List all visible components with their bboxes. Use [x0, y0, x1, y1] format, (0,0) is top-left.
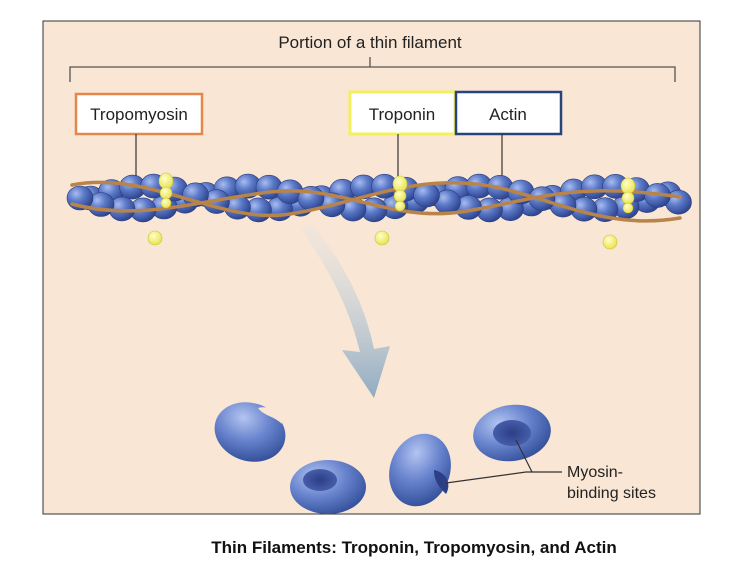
tropomyosin-strands — [70, 180, 682, 223]
tropomyosin-label: Tropomyosin — [90, 105, 188, 124]
binding-sites-label-line2: binding sites — [567, 485, 656, 502]
binding-sites-label-line1: Myosin- — [567, 464, 623, 481]
actin-monomer-2 — [290, 460, 366, 514]
troponin-1 — [147, 172, 174, 246]
troponin-label: Troponin — [369, 105, 435, 124]
magnified-actin-molecules — [214, 402, 551, 514]
figure-caption: Thin Filaments: Troponin, Tropomyosin, a… — [211, 538, 617, 557]
troponin-3 — [602, 177, 636, 250]
troponin-2 — [374, 175, 408, 246]
actin-label: Actin — [489, 105, 527, 124]
binding-site-leaders — [445, 439, 562, 484]
actin-monomer-1 — [214, 402, 286, 462]
troponin-label-box: Troponin — [348, 90, 457, 136]
actin-monomer-4 — [473, 404, 551, 462]
actin-label-box: Actin — [454, 90, 563, 136]
header-label: Portion of a thin filament — [278, 33, 462, 52]
actin-monomer-3 — [389, 433, 451, 507]
zoom-arrow — [300, 224, 390, 398]
troponin-complexes — [147, 172, 636, 250]
tropomyosin-label-box: Tropomyosin — [74, 92, 204, 136]
filament-bracket — [69, 57, 676, 82]
